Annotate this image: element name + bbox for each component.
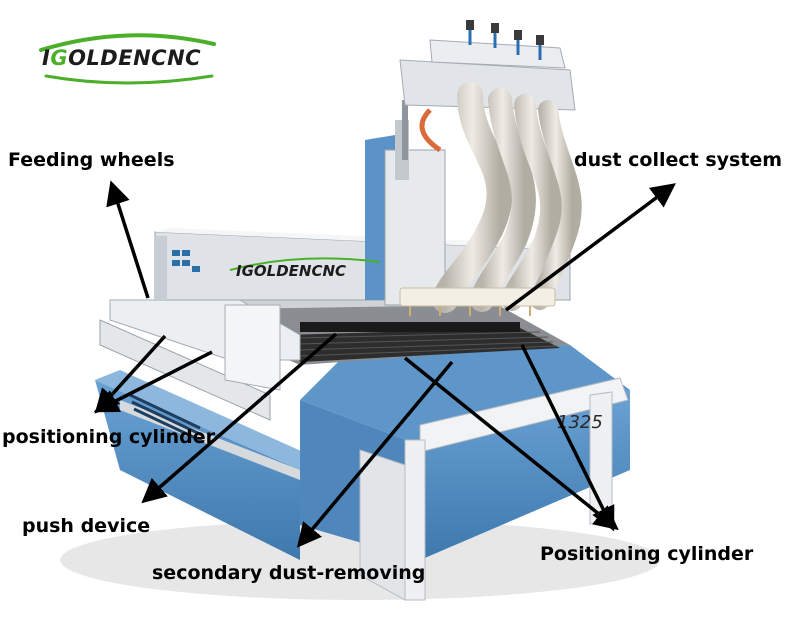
gantry-brand-text: IGOLDENCNC <box>236 262 346 280</box>
arrow-positioning-right-1 <box>403 356 619 531</box>
label-positioning-cylinder-left: positioning cylinder <box>2 426 215 448</box>
label-feeding-wheels: Feeding wheels <box>8 149 175 171</box>
logo-swoosh-bottom-icon <box>44 74 214 85</box>
arrow-secondary-dust <box>296 360 454 548</box>
logo-text-rest: OLDENCNC <box>68 46 202 70</box>
arrow-positioning-left-2 <box>93 350 213 413</box>
model-mark: 1325 <box>557 412 603 433</box>
label-push-device: push device <box>22 515 151 537</box>
logo-swoosh-top-icon <box>39 33 216 52</box>
annotation-arrows <box>93 180 676 548</box>
machine-base <box>60 319 660 601</box>
arrow-feeding-wheels <box>106 180 150 299</box>
logo-text-g: G <box>50 46 69 70</box>
label-positioning-cylinder-right: Positioning cylinder <box>540 543 754 565</box>
label-dust-collect-system: dust collect system <box>574 149 783 171</box>
gantry-panel-logo: IGOLDENCNC <box>229 257 381 280</box>
logo-text: IGOLDENCNC <box>42 46 201 70</box>
logo-text-prefix: I <box>42 46 51 70</box>
label-secondary-dust-removing: secondary dust-removing <box>152 562 426 584</box>
spindle-head <box>384 20 582 316</box>
arrow-push-device <box>141 332 338 504</box>
brand-logo: IGOLDENCNC <box>28 28 228 94</box>
arrow-dust-collect <box>504 183 676 312</box>
arrow-positioning-right-2 <box>520 344 615 532</box>
